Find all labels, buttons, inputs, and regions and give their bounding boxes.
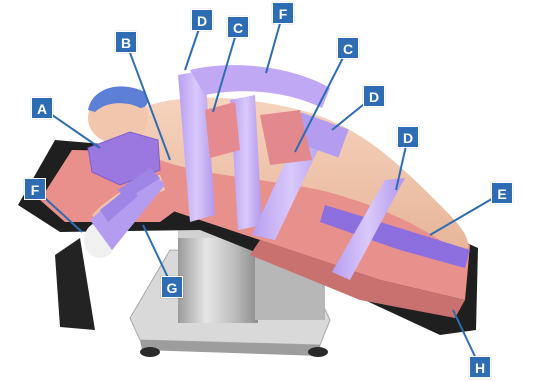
callout-g: G xyxy=(161,276,183,298)
callout-c-chest-left: C xyxy=(227,16,249,38)
callout-f-arm: F xyxy=(24,178,46,200)
callout-b: B xyxy=(115,31,137,53)
callout-d-shoulder: D xyxy=(191,9,213,31)
callout-f-top: F xyxy=(272,2,294,24)
callout-d-hip: D xyxy=(397,126,419,148)
callout-e: E xyxy=(491,182,513,204)
callout-d-torso: D xyxy=(363,85,385,107)
chest-pad-left xyxy=(205,102,240,158)
callout-c-chest-right: C xyxy=(337,37,359,59)
callout-h: H xyxy=(469,356,491,378)
callout-a: A xyxy=(31,97,53,119)
